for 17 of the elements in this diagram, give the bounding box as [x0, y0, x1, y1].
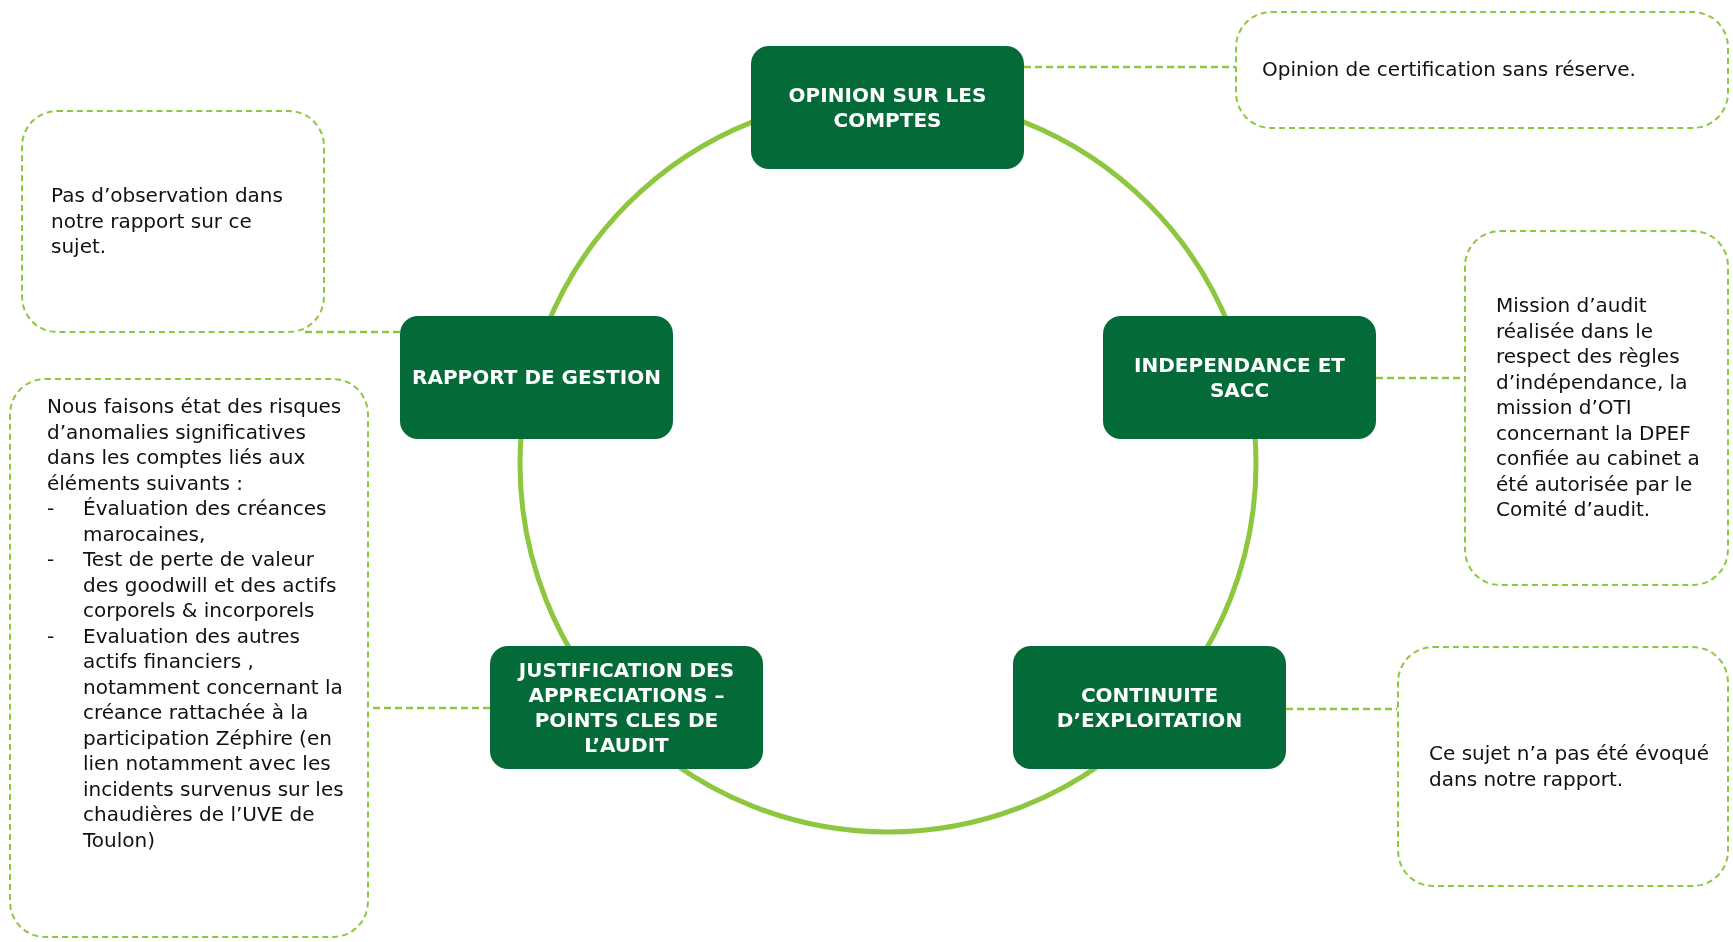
connector-line	[1286, 707, 1397, 711]
list-item: - Test de perte de valeur des goodwill et des actifs corporels & incorporels	[47, 547, 338, 624]
phase-box: OPINION SUR LES COMPTES	[751, 46, 1024, 169]
note-text: Nous faisons état des risques d’anomalies significatives dans les comptes liés aux éléments suivants :	[47, 394, 343, 496]
connector-line	[303, 330, 400, 334]
phase-box: INDEPENDANCE ET SACC	[1103, 316, 1376, 439]
connector-line	[1024, 65, 1235, 69]
note-callout: Ce sujet n’a pas été évoqué dans notre rapport.	[1397, 646, 1729, 887]
phase-box: CONTINUITE D’EXPLOITATION	[1013, 646, 1286, 769]
phase-box: RAPPORT DE GESTION	[400, 316, 673, 439]
note-callout: Opinion de certification sans réserve.	[1235, 11, 1729, 129]
note-callout: Pas d’observation dans notre rapport sur ce sujet.	[21, 110, 325, 333]
note-callout: Mission d’audit réalisée dans le respect des règles d’indépendance, la mission d’OTI concernant la DPEF confiée au cabinet a été autorisée par le Comité d’audit.	[1464, 230, 1729, 586]
list-item: - Évaluation des créances marocaines,	[47, 496, 328, 547]
note-callout	[9, 378, 369, 938]
list-item: - Evaluation des autres actifs financiers , notamment concernant la créance rattachée à la participation Zéphire (en lien notamment avec les incidents survenus sur les chaudières de l’UVE de Toulon)	[47, 623, 345, 853]
phase-box: JUSTIFICATION DES APPRECIATIONS – POINTS CLES DE L’AUDIT	[490, 646, 763, 769]
